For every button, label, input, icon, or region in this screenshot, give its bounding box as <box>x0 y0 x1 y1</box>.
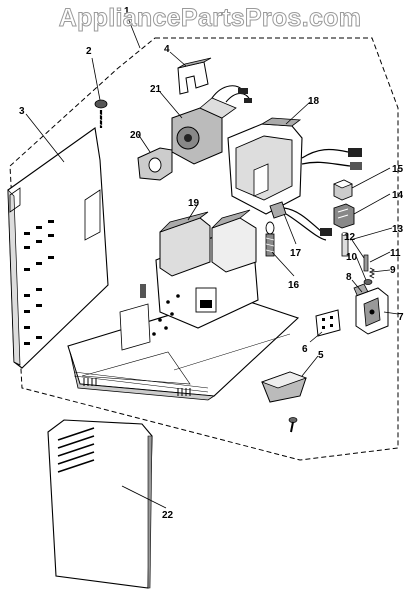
callout-17: 17 <box>290 248 302 259</box>
bracket-housing-part <box>355 287 389 335</box>
callout-12: 12 <box>344 232 356 243</box>
callout-2: 2 <box>86 46 92 57</box>
callout-18: 18 <box>308 96 320 107</box>
front-cover-part <box>47 419 153 589</box>
callout-21: 21 <box>150 84 162 95</box>
callout-8: 8 <box>346 272 352 283</box>
callout-11: 11 <box>390 248 401 259</box>
small-housing-part <box>137 147 173 181</box>
spring-part <box>368 267 376 279</box>
drip-tray-part <box>260 371 308 433</box>
callout-6: 6 <box>302 344 308 355</box>
callout-15: 15 <box>392 164 404 175</box>
switch-plate-part <box>315 309 341 337</box>
callout-10: 10 <box>346 252 358 263</box>
main-chassis-part <box>67 209 300 401</box>
callout-5: 5 <box>318 350 324 361</box>
callout-19: 19 <box>188 198 200 209</box>
bracket-part <box>177 57 212 95</box>
leader-lines <box>25 17 399 509</box>
pin-part <box>363 254 369 272</box>
callout-9: 9 <box>390 265 396 276</box>
washer-part <box>363 279 373 285</box>
assembly-boundary-dashed <box>9 37 399 461</box>
callout-1: 1 <box>124 6 130 17</box>
callout-16: 16 <box>288 280 300 291</box>
post-part <box>341 232 349 257</box>
callout-14: 14 <box>392 190 404 201</box>
bulb-part <box>265 221 275 257</box>
callout-4: 4 <box>164 44 170 55</box>
callout-13: 13 <box>392 224 404 235</box>
callout-20: 20 <box>130 130 142 141</box>
callout-7: 7 <box>398 312 404 323</box>
connector-part <box>333 203 355 229</box>
callout-22: 22 <box>162 510 174 521</box>
watermark: AppliancePartsPros.com <box>58 4 362 33</box>
motor-part <box>171 85 252 165</box>
side-panel-part <box>7 127 109 369</box>
wired-sensor-part <box>269 201 332 241</box>
callout-3: 3 <box>19 106 25 117</box>
screw-part <box>94 99 108 128</box>
small-block-part <box>333 179 353 201</box>
